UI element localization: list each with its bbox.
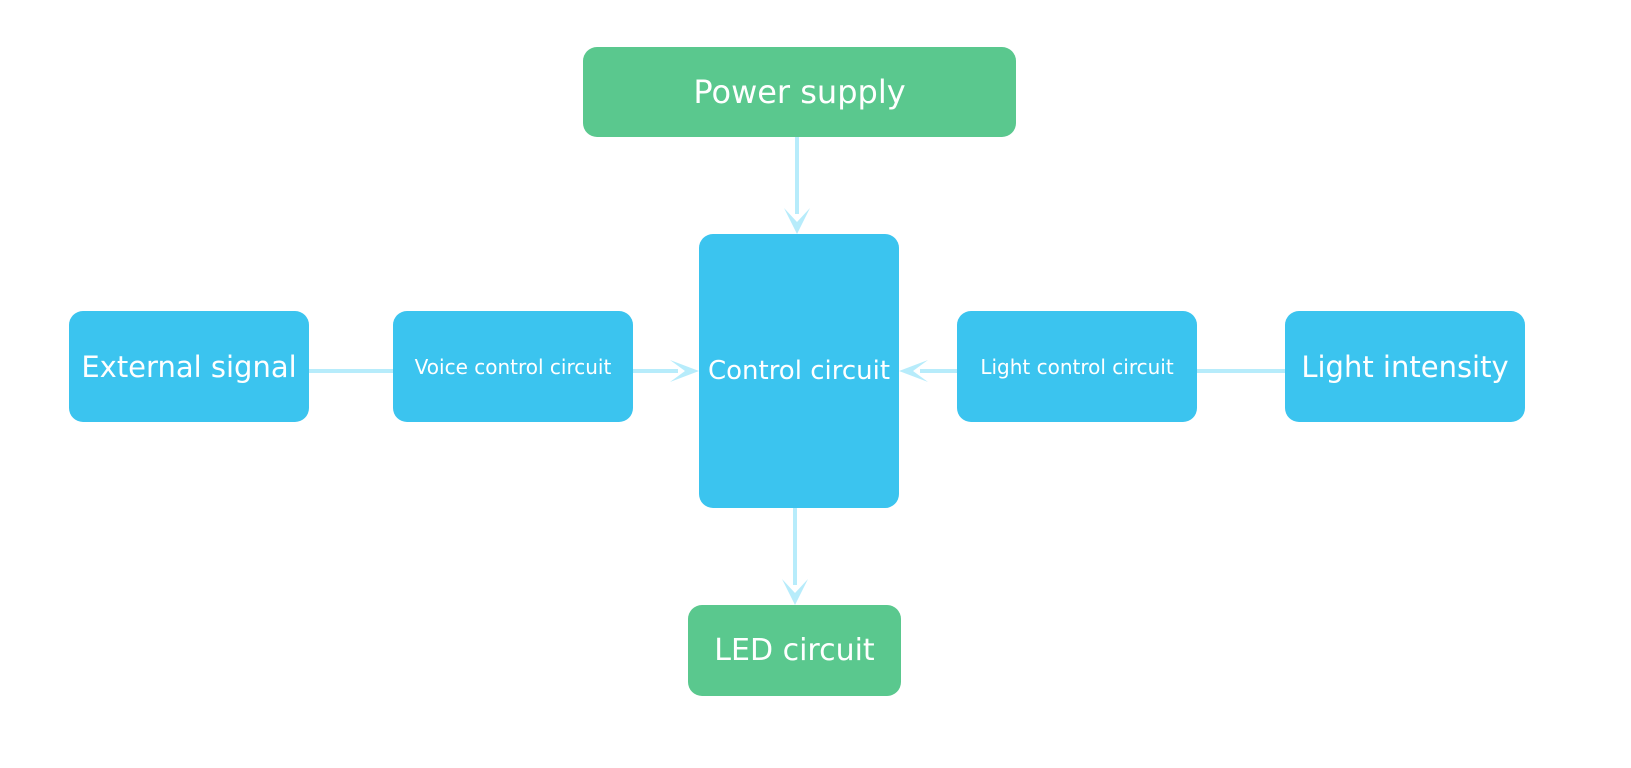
power-supply-node: Power supply — [583, 47, 1016, 137]
led-circuit-node: LED circuit — [688, 605, 901, 696]
light-control-circuit-label: Light control circuit — [980, 354, 1174, 379]
control-circuit-label: Control circuit — [707, 356, 891, 386]
light-intensity-label: Light intensity — [1301, 349, 1509, 384]
light-intensity-node: Light intensity — [1285, 311, 1525, 422]
light-control-circuit-node: Light control circuit — [957, 311, 1197, 422]
voice-control-circuit-label: Voice control circuit — [414, 354, 612, 379]
external-signal-node: External signal — [69, 311, 309, 422]
arrowhead-down-icon — [784, 208, 810, 234]
arrowhead-down-icon — [782, 579, 808, 605]
external-signal-label: External signal — [81, 349, 297, 384]
arrowhead-left-icon — [899, 360, 928, 382]
arrowhead-right-icon — [670, 360, 699, 382]
control-circuit-node: Control circuit — [699, 234, 899, 508]
voice-control-circuit-node: Voice control circuit — [393, 311, 633, 422]
led-circuit-label: LED circuit — [714, 633, 875, 668]
power-supply-label: Power supply — [693, 73, 906, 111]
